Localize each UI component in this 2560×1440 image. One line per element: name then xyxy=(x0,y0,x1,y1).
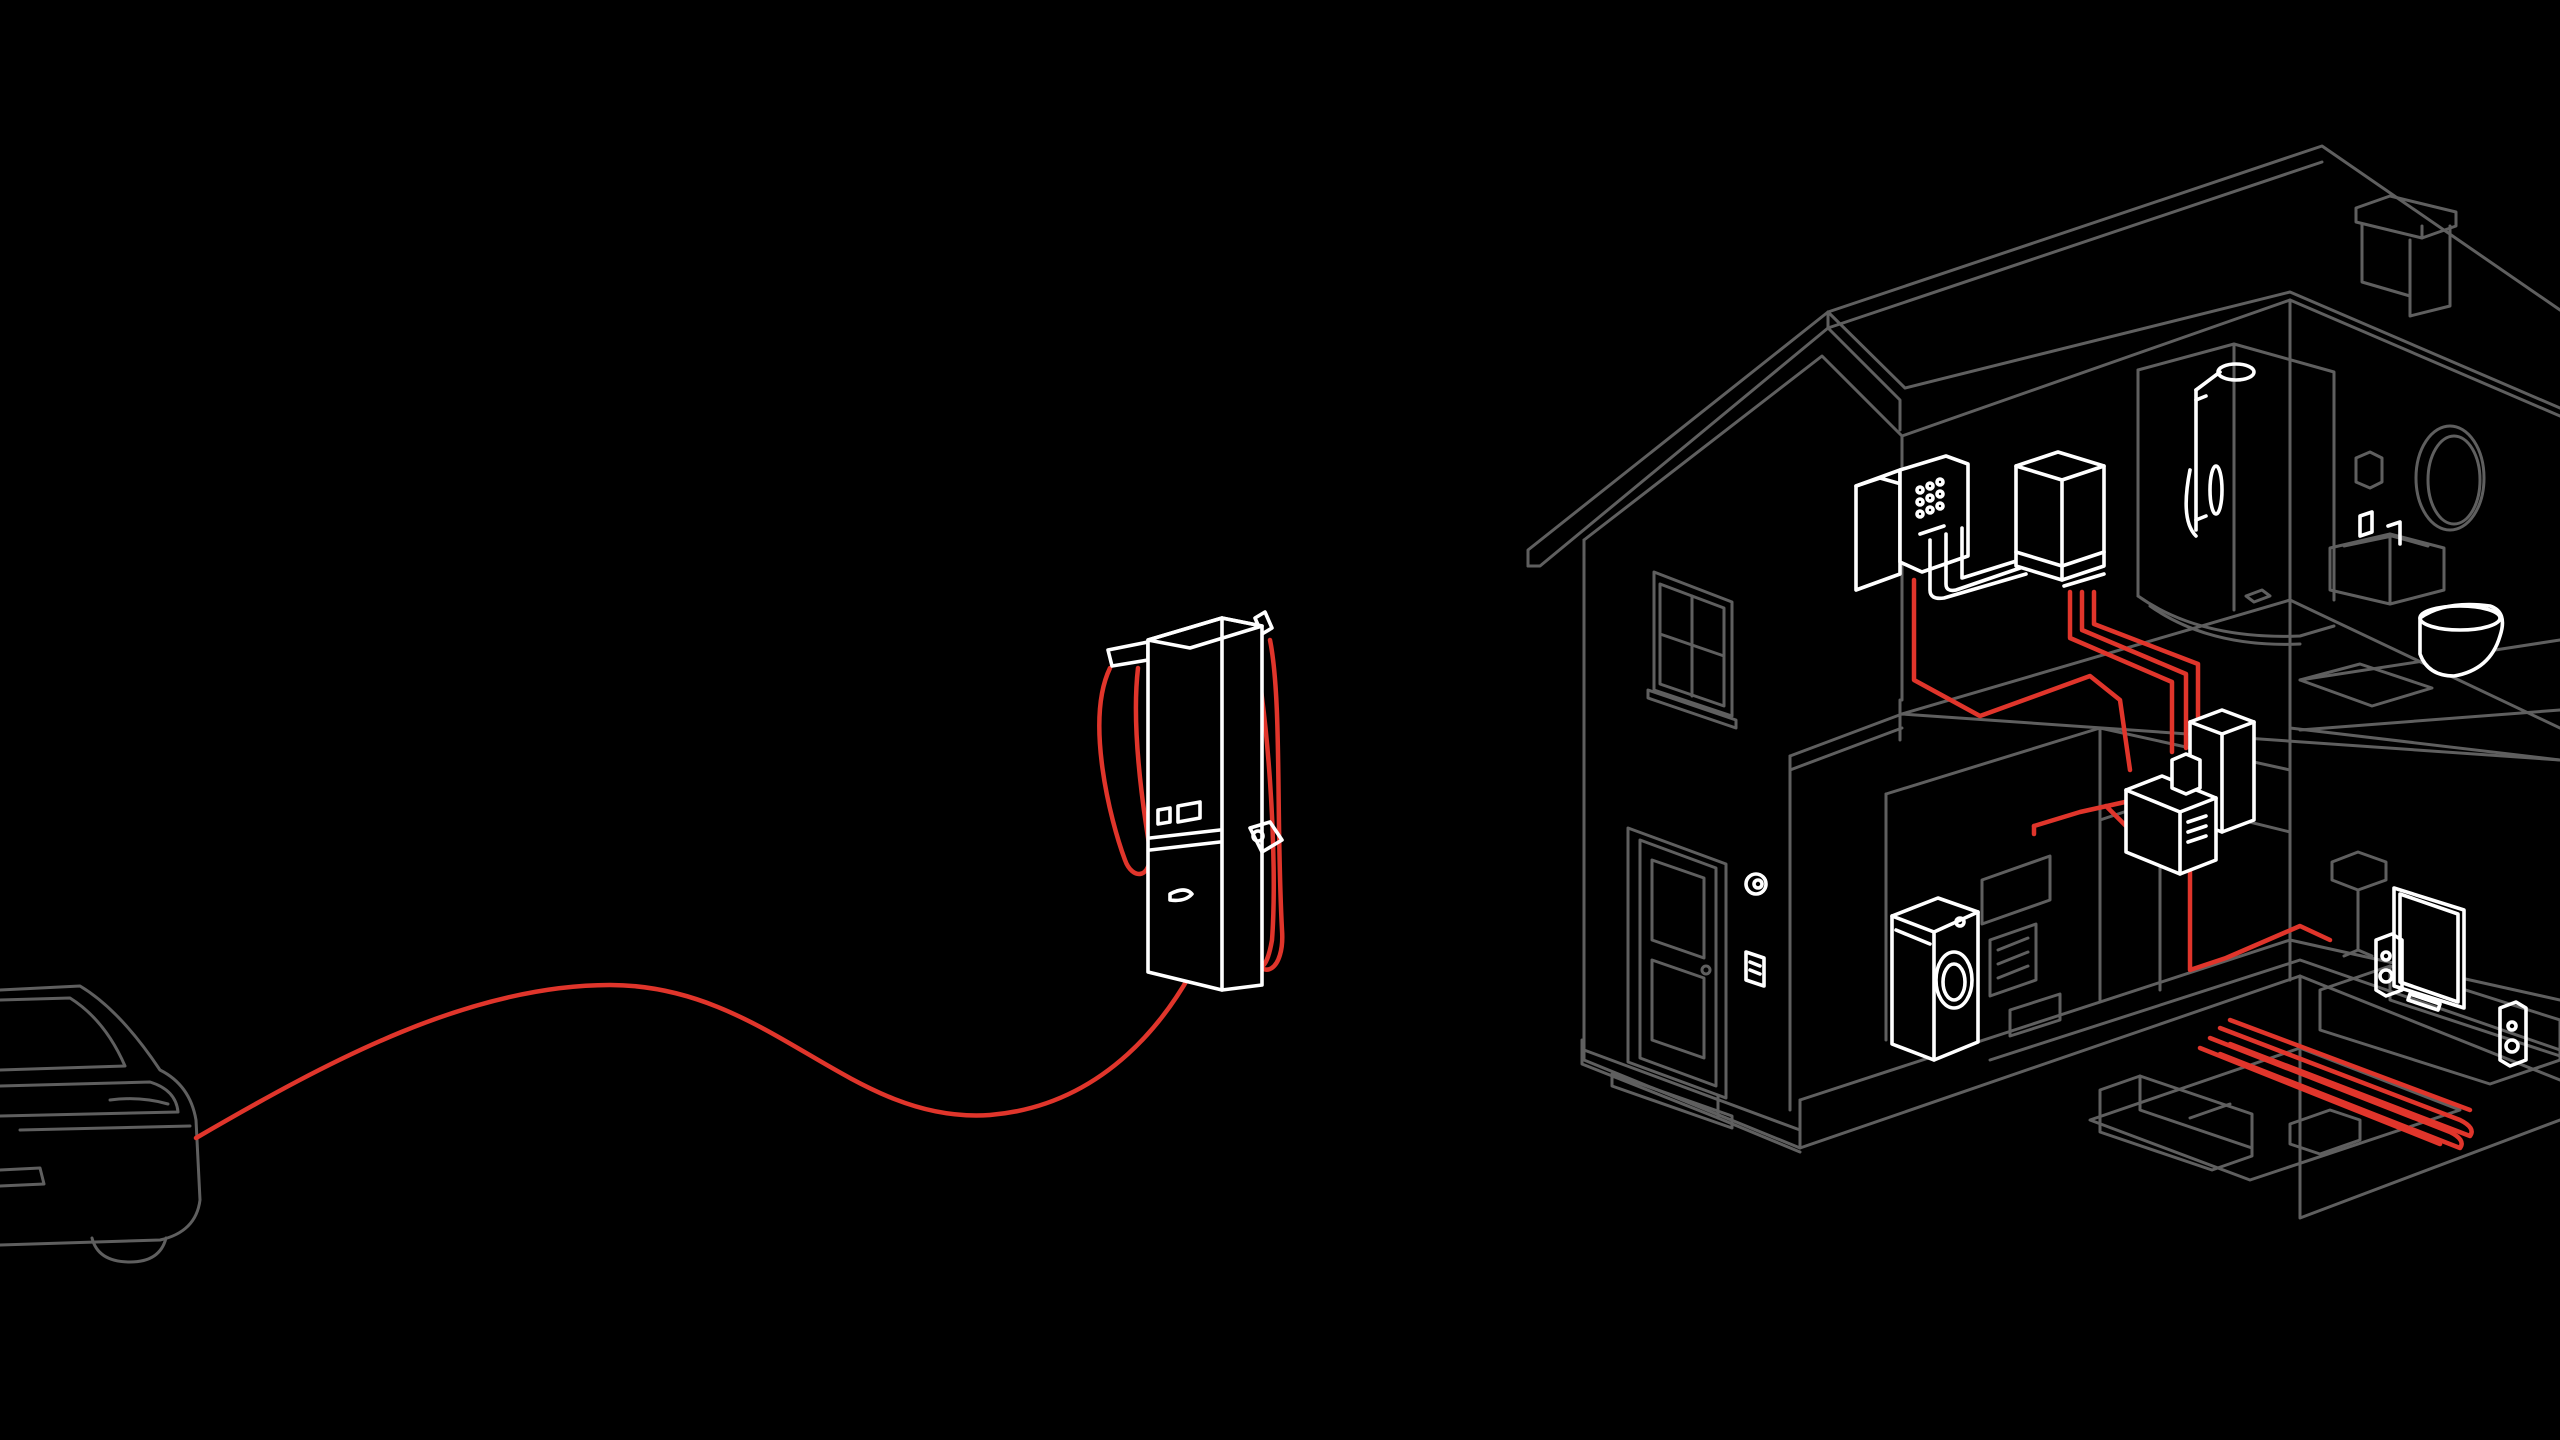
television xyxy=(2374,886,2528,1068)
floor-heating xyxy=(2197,1017,2474,1151)
ev-charger xyxy=(1097,610,1285,992)
house-cutaway xyxy=(1526,144,2560,1220)
heating-pipes xyxy=(1911,577,2333,973)
control-panel xyxy=(1854,454,1970,592)
shower xyxy=(2136,342,2336,646)
car-outline xyxy=(0,984,202,1264)
heat-pump xyxy=(1928,450,2106,601)
toilet xyxy=(2418,602,2505,678)
charging-cable xyxy=(193,972,1193,1141)
washing-machine xyxy=(1890,896,1980,1062)
hot-water-cylinder xyxy=(2124,708,2256,876)
